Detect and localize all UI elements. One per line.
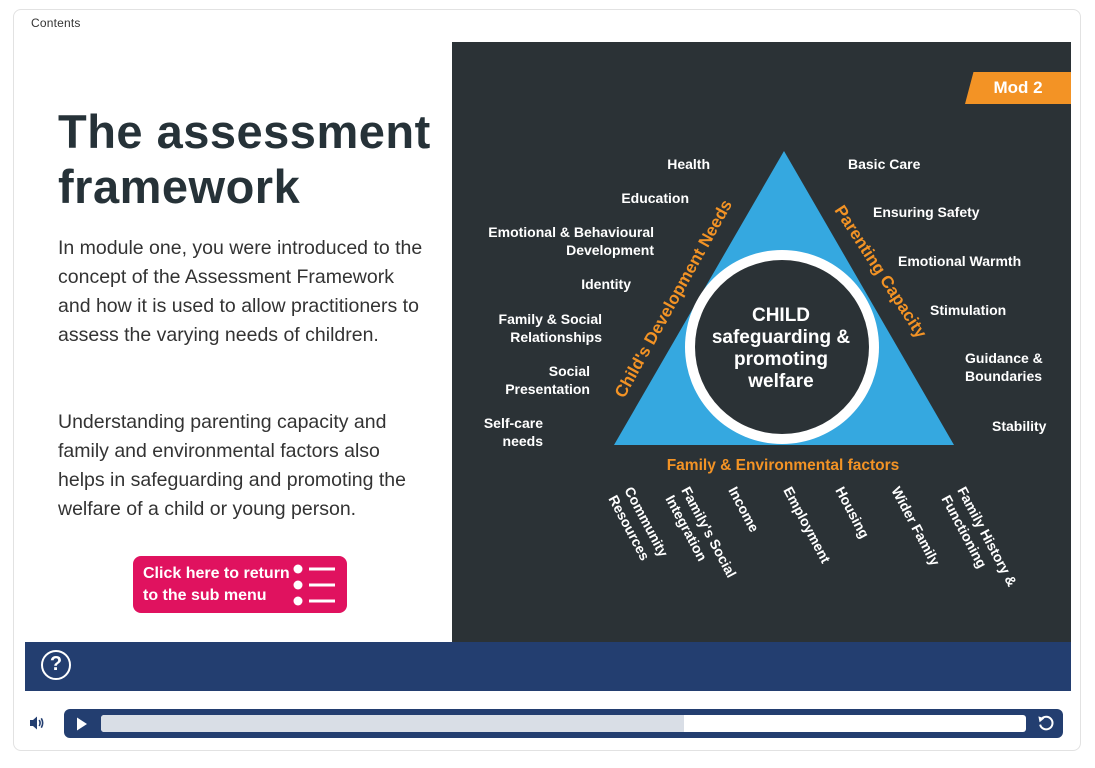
contents-link[interactable]: Contents bbox=[31, 16, 81, 30]
framework-item-line: Ensuring Safety bbox=[873, 204, 980, 220]
return-button-label: Click here to return to the sub menu bbox=[143, 565, 290, 604]
framework-triangle-diagram: CHILD safeguarding & promoting welfare C… bbox=[484, 151, 1047, 598]
framework-item-line: Basic Care bbox=[848, 156, 921, 172]
framework-item-line: Emotional & Behavioural bbox=[488, 224, 654, 240]
framework-item-line: Boundaries bbox=[965, 368, 1042, 384]
side-label-bottom: Family & Environmental factors bbox=[667, 457, 900, 474]
framework-item-line: Guidance & bbox=[965, 350, 1043, 366]
framework-item-label: Family's SocialIntegration bbox=[662, 484, 739, 589]
framework-item-label: Stimulation bbox=[930, 302, 1006, 318]
framework-item-line: Family & Social bbox=[499, 311, 602, 327]
framework-item-line: Social bbox=[549, 363, 590, 379]
module-badge: Mod 2 bbox=[965, 72, 1071, 104]
intro-paragraph: In module one, you were introduced to th… bbox=[58, 237, 423, 346]
framework-item-line: Presentation bbox=[505, 381, 590, 397]
framework-item-line: Emotional Warmth bbox=[898, 253, 1021, 269]
play-icon[interactable] bbox=[76, 717, 88, 731]
framework-item-line: Health bbox=[667, 156, 710, 172]
framework-item-label: CommunityResources bbox=[605, 484, 671, 568]
framework-item-line: Employment bbox=[780, 484, 834, 566]
framework-item-line: Income bbox=[725, 484, 762, 535]
framework-item-line: Identity bbox=[581, 276, 631, 292]
framework-item-label: Wider Family bbox=[888, 484, 943, 569]
return-to-submenu-button[interactable]: Click here to return to the sub menu bbox=[133, 556, 347, 613]
center-line: welfare bbox=[747, 371, 813, 392]
help-button[interactable]: ? bbox=[41, 650, 71, 680]
framework-item-label: Guidance & Boundaries bbox=[965, 350, 1043, 384]
framework-item-label: Education bbox=[621, 190, 689, 206]
media-player bbox=[64, 709, 1063, 738]
framework-item-label: Emotional Warmth bbox=[898, 253, 1021, 269]
progress-bar[interactable] bbox=[101, 715, 1026, 732]
restart-icon[interactable] bbox=[1037, 714, 1055, 732]
list-menu-icon bbox=[293, 564, 335, 606]
framework-item-label: Identity bbox=[581, 276, 631, 292]
framework-item-line: Development bbox=[566, 242, 654, 258]
progress-fill bbox=[101, 715, 684, 732]
framework-item-line: Relationships bbox=[510, 329, 602, 345]
control-bar: ? bbox=[25, 642, 1071, 691]
slide: The assessment framework In module one, … bbox=[25, 42, 1071, 642]
framework-item-label: Self-care needs bbox=[484, 415, 543, 449]
framework-item-label: Stability bbox=[992, 418, 1047, 434]
framework-item-line: Stability bbox=[992, 418, 1047, 434]
framework-item-label: Family History &Functioning bbox=[938, 484, 1020, 598]
framework-item-label: Ensuring Safety bbox=[873, 204, 980, 220]
slide-title: The assessment framework bbox=[58, 105, 431, 213]
center-line: promoting bbox=[734, 349, 828, 370]
framework-item-label: Health bbox=[667, 156, 710, 172]
framework-item-line: Self-care bbox=[484, 415, 543, 431]
framework-item-line: Education bbox=[621, 190, 689, 206]
center-circle bbox=[695, 260, 869, 434]
speaker-icon[interactable] bbox=[29, 715, 45, 731]
summary-paragraph: Understanding parenting capacity and fam… bbox=[58, 411, 406, 520]
framework-item-label: Housing bbox=[832, 484, 872, 541]
assessment-framework-diagram: CHILD safeguarding & promoting welfare C… bbox=[452, 42, 1071, 642]
framework-item-label: Employment bbox=[780, 484, 834, 566]
framework-item-line: Stimulation bbox=[930, 302, 1006, 318]
framework-item-line: Wider Family bbox=[888, 484, 943, 569]
framework-item-label: Income bbox=[725, 484, 762, 535]
framework-item-line: needs bbox=[503, 433, 544, 449]
framework-item-line: Housing bbox=[832, 484, 872, 541]
framework-item-label: Basic Care bbox=[848, 156, 921, 172]
question-circle-icon: ? bbox=[49, 653, 63, 675]
center-line: safeguarding & bbox=[712, 327, 851, 348]
center-line: CHILD bbox=[752, 305, 810, 326]
